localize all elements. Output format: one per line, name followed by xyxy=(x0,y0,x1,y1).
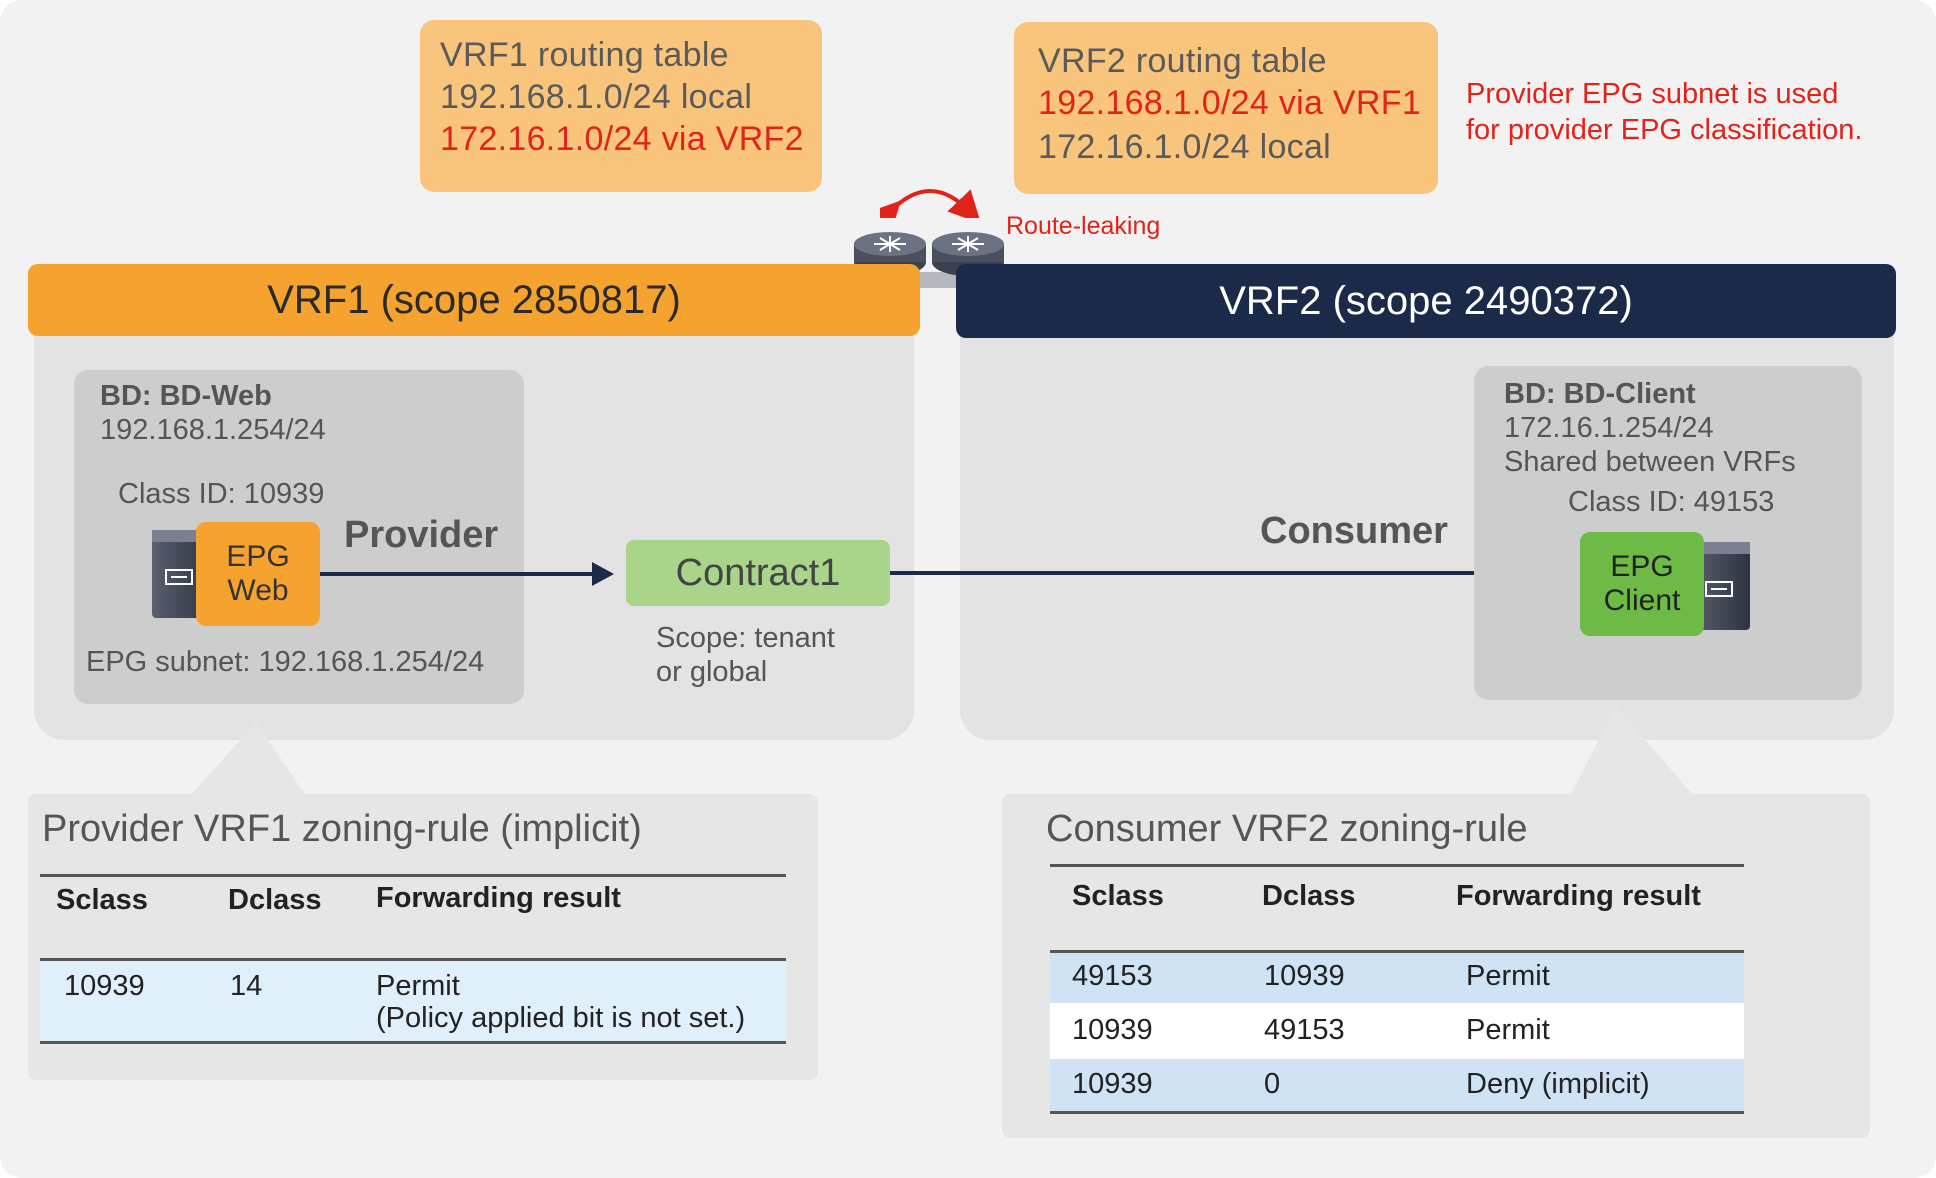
table-row xyxy=(1050,953,1744,1003)
bd-web-title: BD: BD-Web xyxy=(100,380,272,412)
provider-zoning-callout: Provider VRF1 zoning-rule (implicit) Scl… xyxy=(28,794,818,1080)
consumer-table-title: Consumer VRF2 zoning-rule xyxy=(1046,808,1528,850)
provider-table-header-rule xyxy=(40,958,786,961)
provider-callout-pointer xyxy=(190,722,306,796)
epg-web-subnet: EPG subnet: 192.168.1.254/24 xyxy=(86,646,485,678)
contract-scope-line-1: Scope: tenant xyxy=(656,622,835,654)
consumer-header-dclass: Dclass xyxy=(1262,880,1356,912)
consumer-label: Consumer xyxy=(1260,510,1448,552)
provider-row-dclass: 14 xyxy=(230,970,263,1002)
epg-client-label-2: Client xyxy=(1603,584,1681,617)
epg-web[interactable]: EPG Web xyxy=(196,522,320,626)
consumer-row3-dclass: 0 xyxy=(1264,1068,1281,1100)
provider-header-dclass: Dclass xyxy=(228,884,322,916)
consumer-row1-sclass: 49153 xyxy=(1072,960,1153,992)
epg-client[interactable]: EPG Client xyxy=(1580,532,1704,636)
bd-client-title: BD: BD-Client xyxy=(1504,378,1696,410)
vrf1-routing-table: VRF1 routing table 192.168.1.0/24 local … xyxy=(420,20,822,192)
note-line-1: Provider EPG subnet is used xyxy=(1466,78,1839,110)
contract-scope-line-2: or global xyxy=(656,656,768,688)
consumer-row2-sclass: 10939 xyxy=(1072,1014,1153,1046)
provider-table-bottom-rule xyxy=(40,1041,786,1044)
route-leaking-label: Route-leaking xyxy=(1006,212,1161,240)
contract1-box[interactable]: Contract1 xyxy=(626,540,890,606)
vrf1-route-leaked: 172.16.1.0/24 via VRF2 xyxy=(440,120,804,158)
consumer-zoning-callout: Consumer VRF2 zoning-rule Sclass Dclass … xyxy=(1002,794,1870,1138)
provider-header-sclass: Sclass xyxy=(56,884,148,916)
consumer-header-result: Forwarding result xyxy=(1456,880,1701,912)
epg-web-label-1: EPG xyxy=(226,540,290,573)
vrf1-header: VRF1 (scope 2850817) xyxy=(28,264,920,336)
provider-table-title: Provider VRF1 zoning-rule (implicit) xyxy=(42,808,642,850)
vrf2-routing-title: VRF2 routing table xyxy=(1038,42,1327,80)
vrf2-route-leaked: 192.168.1.0/24 via VRF1 xyxy=(1038,84,1422,122)
bd-client-subnet: 172.16.1.254/24 xyxy=(1504,412,1714,444)
vrf2-routing-table: VRF2 routing table 192.168.1.0/24 via VR… xyxy=(1014,22,1438,194)
consumer-row3-sclass: 10939 xyxy=(1072,1068,1153,1100)
table-row xyxy=(1050,1059,1744,1111)
consumer-table-bottom-rule xyxy=(1050,1111,1744,1114)
provider-label: Provider xyxy=(344,514,499,556)
provider-arrowhead xyxy=(592,562,614,586)
provider-row-sclass: 10939 xyxy=(64,970,145,1002)
consumer-header-sclass: Sclass xyxy=(1072,880,1164,912)
bd-client-shared: Shared between VRFs xyxy=(1504,446,1796,478)
vrf1-route-local: 192.168.1.0/24 local xyxy=(440,78,753,116)
consumer-table-top-rule xyxy=(1050,864,1744,867)
epg-web-label-2: Web xyxy=(227,574,289,607)
provider-header-result: Forwarding result xyxy=(376,882,621,914)
consumer-row2-dclass: 49153 xyxy=(1264,1014,1345,1046)
provider-row-result: Permit xyxy=(376,970,460,1002)
consumer-row3-result: Deny (implicit) xyxy=(1466,1068,1650,1100)
epg-client-label-1: EPG xyxy=(1610,550,1674,583)
epg-client-class-id: Class ID: 49153 xyxy=(1568,486,1775,518)
vrf2-header: VRF2 (scope 2490372) xyxy=(956,264,1896,338)
note-line-2: for provider EPG classification. xyxy=(1466,114,1863,146)
consumer-table-header-rule xyxy=(1050,950,1744,953)
vrf2-route-local: 172.16.1.0/24 local xyxy=(1038,128,1332,166)
classification-note: Provider EPG subnet is used for provider… xyxy=(1466,76,1862,148)
epg-web-class-id: Class ID: 10939 xyxy=(118,478,325,510)
consumer-row1-dclass: 10939 xyxy=(1264,960,1345,992)
consumer-row2-result: Permit xyxy=(1466,1014,1550,1046)
bd-web-subnet: 192.168.1.254/24 xyxy=(100,414,326,446)
client-server-icon xyxy=(1690,542,1750,630)
table-row xyxy=(1050,1003,1744,1059)
provider-table-top-rule xyxy=(40,874,786,877)
vrf1-routing-title: VRF1 routing table xyxy=(440,36,729,74)
table-row xyxy=(40,961,786,1041)
consumer-callout-pointer xyxy=(1570,706,1694,796)
route-leaking-arrow xyxy=(880,189,980,218)
provider-row-note: (Policy applied bit is not set.) xyxy=(376,1002,746,1034)
consumer-row1-result: Permit xyxy=(1466,960,1550,992)
